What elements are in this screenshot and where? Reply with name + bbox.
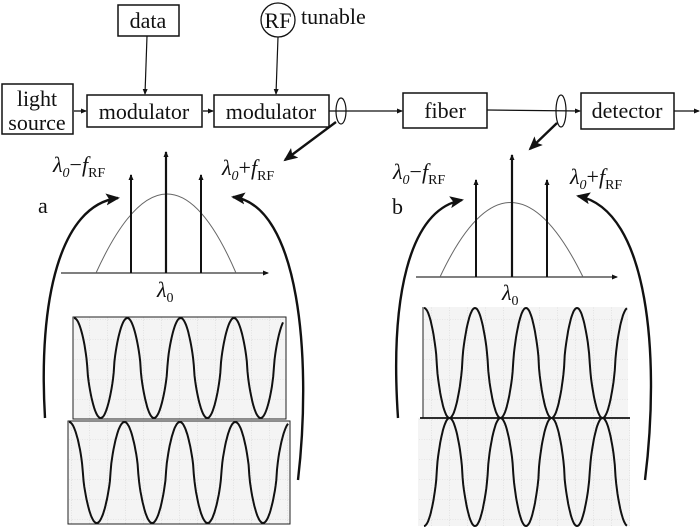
svg-text:λ0+fRF: λ0+fRF — [221, 155, 274, 184]
panel-b-plus-label: λ0+fRF — [569, 164, 622, 193]
detector-label: detector — [592, 98, 664, 123]
panel-b: b λ0−fRF λ0+fRF λ0 — [392, 154, 653, 528]
right-curved-arrow — [231, 192, 305, 481]
subscript: RF — [428, 173, 445, 188]
subscript: RF — [605, 178, 622, 193]
svg-text:λ0−fRF: λ0−fRF — [392, 159, 445, 188]
waveform-bottom-trace — [423, 416, 628, 528]
right-curved-arrow — [576, 192, 653, 481]
modulator-1-label: modulator — [99, 99, 190, 124]
left-curved-arrow — [42, 193, 120, 419]
f-symbol: f — [251, 155, 260, 180]
waveform-top-trace — [423, 306, 628, 420]
modulator-2-label: modulator — [226, 99, 317, 124]
rf-label: RF — [265, 8, 292, 33]
panel-a-label: a — [38, 193, 48, 218]
coupler-tap-1 — [335, 97, 347, 125]
f-symbol: f — [82, 152, 91, 177]
subscript: 0 — [512, 294, 519, 309]
coupler-tap-2 — [555, 94, 567, 128]
detector-block: detector — [580, 92, 675, 130]
connector-arrow — [486, 108, 581, 114]
data-label: data — [130, 8, 167, 33]
panel-a-minus-label: λ0−fRF — [52, 152, 105, 181]
data-block: data — [117, 4, 180, 37]
subscript: RF — [257, 169, 274, 184]
panel-a: a λ0−fRF λ0+fRF λ0 — [38, 151, 305, 525]
operator: + — [587, 164, 599, 189]
tap-1-arrow — [283, 121, 337, 162]
waveform-top-trace — [73, 316, 284, 420]
light-source-label-1: light — [17, 86, 57, 111]
lambda-symbol: λ — [52, 152, 63, 177]
waveform-plot-bottom — [418, 418, 630, 526]
operator: + — [239, 155, 251, 180]
left-curved-arrow — [395, 196, 464, 419]
fiber-block: fiber — [402, 92, 488, 129]
panel-b-label: b — [392, 194, 403, 219]
lambda-symbol: λ — [221, 155, 232, 180]
spectrum-envelope — [439, 202, 584, 278]
rf-source: RF — [260, 2, 296, 38]
lambda0-label: λ0 — [501, 280, 519, 309]
rf-arrow — [273, 36, 279, 95]
f-symbol: f — [422, 159, 431, 184]
f-symbol: f — [599, 164, 608, 189]
light-source-label-2: source — [8, 110, 65, 135]
modulator-1-block: modulator — [86, 94, 203, 128]
waveform-bottom-trace — [68, 420, 289, 525]
subscript: 0 — [580, 178, 587, 193]
subscript: 0 — [63, 166, 70, 181]
panel-b-minus-label: λ0−fRF — [392, 159, 445, 188]
light-source-block: light source — [1, 83, 74, 135]
tunable-label: tunable — [301, 4, 366, 29]
fiber-label: fiber — [424, 98, 466, 123]
operator: − — [70, 152, 82, 177]
lambda-symbol: λ — [501, 280, 512, 305]
subscript: 0 — [167, 291, 174, 306]
data-arrow — [142, 35, 148, 95]
subscript: RF — [88, 166, 105, 181]
waveform-plot-top — [72, 316, 287, 420]
waveform-plot-top — [423, 307, 628, 418]
subscript: 0 — [403, 173, 410, 188]
modulator-2-block: modulator — [213, 94, 330, 128]
tap-2-arrow — [528, 122, 558, 151]
svg-text:λ0+fRF: λ0+fRF — [569, 164, 622, 193]
waveform-plot-bottom — [67, 420, 291, 525]
panel-a-plus-label: λ0+fRF — [221, 155, 274, 184]
subscript: 0 — [232, 169, 239, 184]
lambda-symbol: λ — [569, 164, 580, 189]
lambda-symbol: λ — [156, 277, 167, 302]
lambda-symbol: λ — [392, 159, 403, 184]
svg-text:λ0−fRF: λ0−fRF — [52, 152, 105, 181]
operator: − — [410, 159, 422, 184]
lambda0-label: λ0 — [156, 277, 174, 306]
